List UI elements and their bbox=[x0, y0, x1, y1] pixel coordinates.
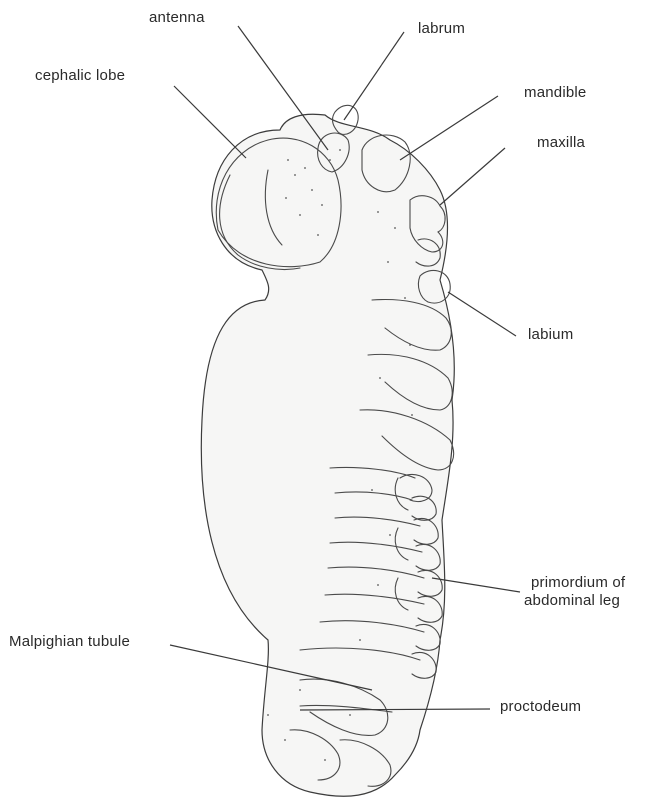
leader-maxilla bbox=[440, 148, 505, 205]
leader-labrum bbox=[344, 32, 404, 120]
label-primordium-line1: primordium of bbox=[531, 574, 625, 592]
label-labrum: labrum bbox=[418, 20, 465, 38]
leader-mandible bbox=[400, 96, 498, 160]
label-proctodeum: proctodeum bbox=[500, 698, 581, 716]
leader-cephalic-lobe bbox=[174, 86, 246, 158]
label-labium: labium bbox=[528, 326, 573, 344]
embryo-body-outline bbox=[201, 114, 454, 796]
label-maxilla: maxilla bbox=[537, 134, 585, 152]
label-antenna: antenna bbox=[149, 9, 205, 27]
label-malpighian-tubule: Malpighian tubule bbox=[9, 633, 130, 651]
label-mandible: mandible bbox=[524, 84, 586, 102]
label-cephalic-lobe: cephalic lobe bbox=[35, 67, 125, 85]
leader-labium bbox=[448, 292, 516, 336]
label-primordium-line2: abdominal leg bbox=[524, 592, 620, 610]
